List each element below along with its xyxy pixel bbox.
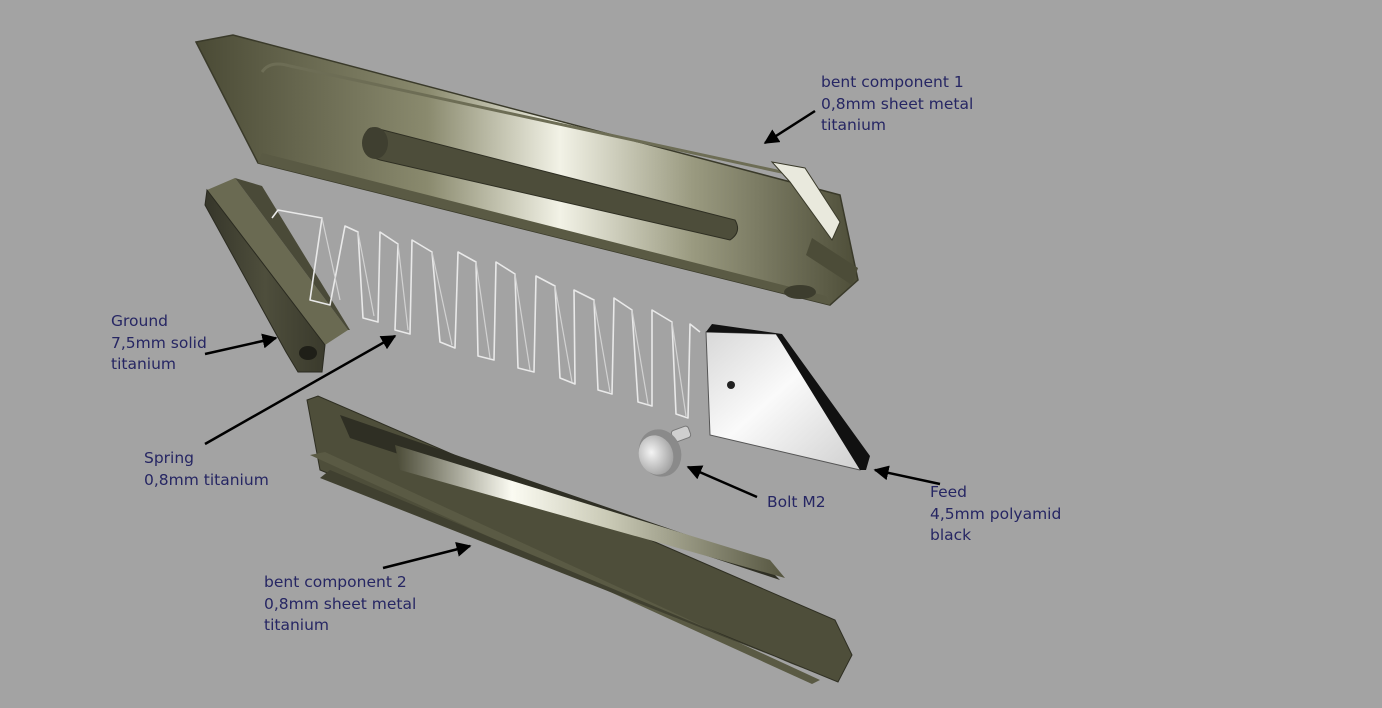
arrow-bent-component-2 — [382, 542, 472, 570]
ground-part — [204, 178, 350, 373]
label-bolt: Bolt M2 — [767, 493, 826, 511]
leader-arrows — [204, 109, 941, 570]
label-spring: Spring 0,8mm titanium — [144, 449, 269, 489]
label-bent-component-2: bent component 2 0,8mm sheet metal titan… — [264, 573, 417, 634]
arrow-ground — [204, 333, 278, 356]
label-bent-component-1: bent component 1 0,8mm sheet metal titan… — [821, 73, 974, 134]
arrow-spring — [204, 334, 397, 446]
bent-component-1-part — [194, 34, 859, 306]
arrow-bolt — [686, 465, 758, 499]
arrow-feed — [873, 465, 941, 486]
label-ground: Ground 7,5mm solid titanium — [111, 312, 207, 373]
label-feed: Feed 4,5mm polyamid black — [930, 483, 1062, 544]
spring-part — [271, 209, 701, 419]
arrow-bent-component-1 — [763, 109, 816, 145]
bent-component-2-part — [306, 395, 853, 684]
feed-part — [705, 324, 870, 471]
bolt-m2-part — [638, 425, 692, 477]
